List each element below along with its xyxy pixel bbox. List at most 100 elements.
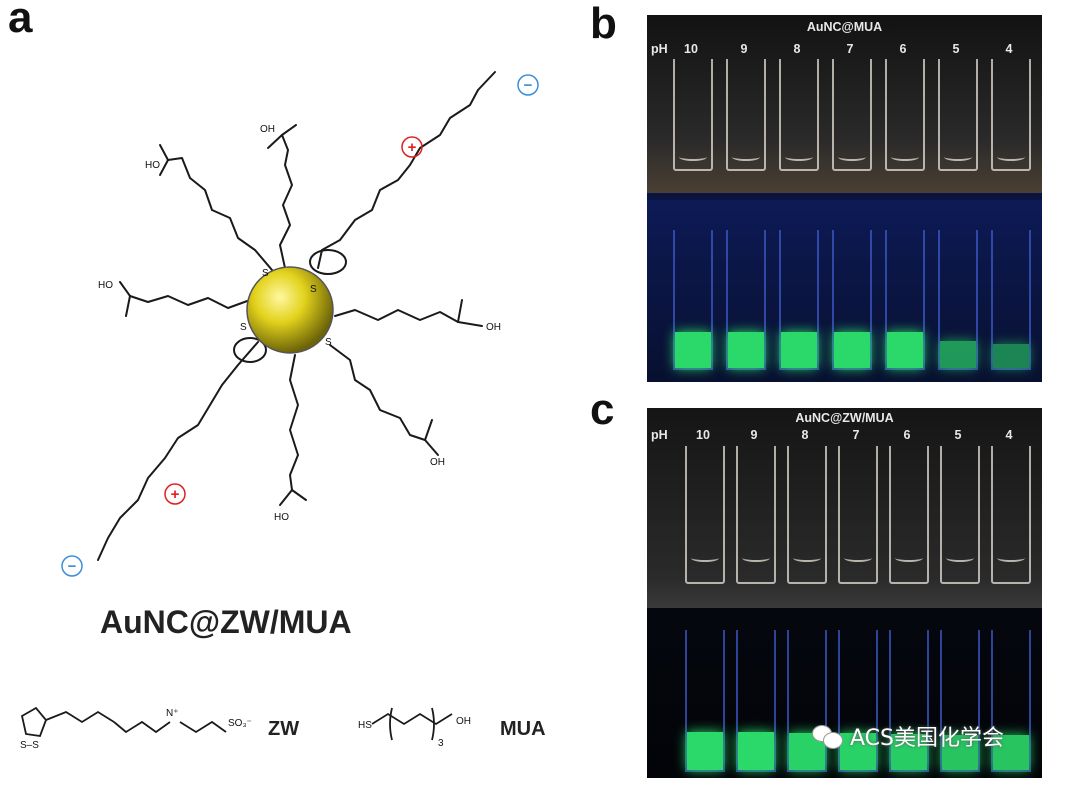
cuvette-ph-8 xyxy=(787,446,827,584)
ph-value-5: 5 xyxy=(952,42,960,56)
cuvette-ph-4 xyxy=(991,59,1031,171)
svg-text:HS: HS xyxy=(358,720,372,731)
meniscus xyxy=(732,153,760,161)
panel-b-letter: b xyxy=(590,0,617,48)
svg-text:S: S xyxy=(240,322,247,333)
svg-text:S: S xyxy=(262,268,269,279)
ph-value-9: 9 xyxy=(750,428,758,442)
fluorescence-glow xyxy=(940,341,976,368)
svg-text:OH: OH xyxy=(486,322,501,333)
fluorescence-glow xyxy=(993,735,1029,770)
panel-c-letter: c xyxy=(590,385,615,434)
svg-text:HO: HO xyxy=(274,512,289,523)
nanocluster-schematic: + − + − HO OH HO OH HO OH S S S S S–S N⁺… xyxy=(20,71,539,751)
uv-cuvette-ph-5 xyxy=(938,230,978,370)
meniscus xyxy=(891,153,919,161)
cuvette-ph-10 xyxy=(673,59,713,171)
uv-cuvette-ph-5 xyxy=(940,630,980,772)
cuvette-ph-8 xyxy=(779,59,819,171)
ph-value-7: 7 xyxy=(846,42,854,56)
uv-cuvette-ph-8 xyxy=(779,230,819,370)
fluorescence-glow xyxy=(993,344,1029,368)
uv-cuvette-ph-4 xyxy=(991,630,1031,772)
watermark: ACS美国化学会 xyxy=(812,720,1004,752)
meniscus xyxy=(946,554,974,562)
fluorescence-glow xyxy=(840,733,876,770)
fluorescence-glow xyxy=(891,734,927,770)
meniscus xyxy=(785,153,813,161)
meniscus xyxy=(679,153,707,161)
panel-a-title: AuNC@ZW/MUA xyxy=(100,604,352,640)
svg-text:OH: OH xyxy=(260,124,275,135)
cuvette-ph-5 xyxy=(938,59,978,171)
fluorescence-glow xyxy=(781,332,817,368)
panel-a-letter: a xyxy=(8,0,33,42)
fluorescence-glow xyxy=(942,735,978,770)
uv-cuvette-ph-6 xyxy=(889,630,929,772)
gold-core xyxy=(246,266,334,354)
svg-text:HO: HO xyxy=(98,280,113,291)
cuvette-ph-5 xyxy=(940,446,980,584)
meniscus xyxy=(844,554,872,562)
uv-cuvette-ph-7 xyxy=(838,630,878,772)
ph-value-4: 4 xyxy=(1005,428,1013,442)
cuvette-ph-7 xyxy=(832,59,872,171)
svg-text:SO₃⁻: SO₃⁻ xyxy=(228,718,252,729)
legend-mua-label: MUA xyxy=(500,718,546,740)
ph-value-8: 8 xyxy=(801,428,809,442)
meniscus xyxy=(691,554,719,562)
ph-value-6: 6 xyxy=(899,42,907,56)
uv-cuvette-ph-9 xyxy=(736,630,776,772)
panel-c-uv xyxy=(647,608,1042,778)
svg-text:+: + xyxy=(171,486,180,503)
watermark-text: ACS美国化学会 xyxy=(850,726,1004,751)
svg-text:OH: OH xyxy=(456,716,471,727)
cuvette-ph-10 xyxy=(685,446,725,584)
uv-cuvette-ph-9 xyxy=(726,230,766,370)
wechat-icon xyxy=(812,723,844,749)
cuvette-ph-7 xyxy=(838,446,878,584)
svg-text:N⁺: N⁺ xyxy=(166,708,179,719)
ph-value-6: 6 xyxy=(903,428,911,442)
fluorescence-glow xyxy=(728,332,764,368)
panel-c-title: AuNC@ZW/MUA xyxy=(795,411,894,425)
ph-value-4: 4 xyxy=(1005,42,1013,56)
ph-value-10: 10 xyxy=(696,428,710,442)
fluorescence-glow xyxy=(687,732,723,770)
cuvette-ph-9 xyxy=(726,59,766,171)
svg-text:−: − xyxy=(68,558,77,575)
ph-value-5: 5 xyxy=(954,428,962,442)
meniscus xyxy=(742,554,770,562)
svg-text:3: 3 xyxy=(438,738,444,749)
panel-b-uv xyxy=(647,200,1042,382)
uv-cuvette-ph-6 xyxy=(885,230,925,370)
panel-c-ph-label: pH xyxy=(651,428,668,442)
svg-text:S: S xyxy=(325,337,332,348)
cuvette-ph-6 xyxy=(885,59,925,171)
ph-value-10: 10 xyxy=(684,42,698,56)
svg-text:+: + xyxy=(408,139,417,156)
uv-cuvette-ph-10 xyxy=(685,630,725,772)
uv-cuvette-ph-4 xyxy=(991,230,1031,370)
svg-text:−: − xyxy=(524,77,533,94)
ph-value-9: 9 xyxy=(740,42,748,56)
fluorescence-glow xyxy=(675,332,711,368)
meniscus xyxy=(997,153,1025,161)
fluorescence-glow xyxy=(738,732,774,770)
svg-text:S–S: S–S xyxy=(20,740,39,751)
svg-text:S: S xyxy=(310,284,317,295)
cuvette-ph-6 xyxy=(889,446,929,584)
svg-text:HO: HO xyxy=(145,160,160,171)
svg-text:OH: OH xyxy=(430,457,445,468)
fluorescence-glow xyxy=(834,332,870,368)
fluorescence-glow xyxy=(887,332,923,368)
uv-cuvette-ph-10 xyxy=(673,230,713,370)
uv-cuvette-ph-7 xyxy=(832,230,872,370)
meniscus xyxy=(793,554,821,562)
cuvette-ph-9 xyxy=(736,446,776,584)
meniscus xyxy=(838,153,866,161)
